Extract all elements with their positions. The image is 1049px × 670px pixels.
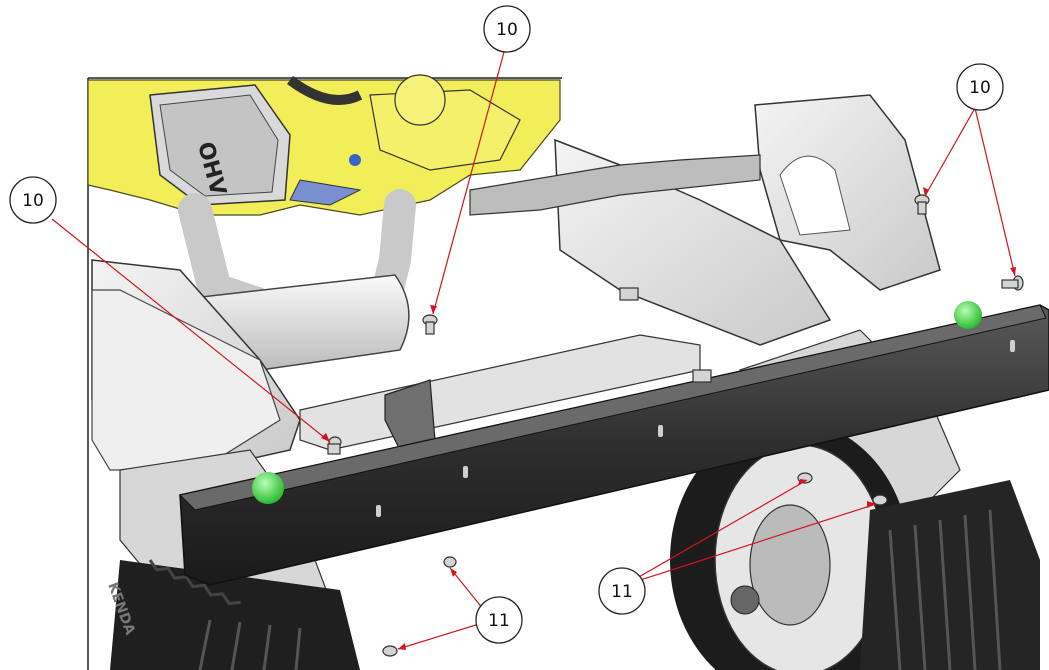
right-wheel	[670, 420, 1040, 670]
green-marker-right	[954, 301, 982, 329]
callout-label: 10	[22, 191, 44, 211]
callout-label: 10	[969, 78, 991, 98]
illustration: OHV	[87, 74, 1049, 670]
callout-10-top: 10	[483, 5, 531, 53]
leader-bottom-right-b	[624, 503, 877, 586]
front-bar	[179, 304, 1049, 586]
leader-top-right-a	[924, 107, 976, 197]
callout-label: 11	[488, 611, 510, 631]
callout-10-left: 10	[9, 176, 57, 224]
leader-lines	[51, 51, 1016, 650]
callouts: 10 10 10 11 11	[9, 5, 1016, 650]
fasteners	[327, 194, 1024, 657]
leader-top-center	[432, 51, 505, 315]
leader-left	[51, 218, 331, 443]
leader-bottom-right-a	[624, 479, 808, 586]
callout-label: 11	[611, 582, 633, 602]
leader-top-right-b	[974, 107, 1016, 277]
callout-label: 10	[496, 20, 518, 40]
green-marker-left	[252, 472, 284, 504]
callout-11-right: 11	[598, 567, 646, 615]
callout-11-bottom: 11	[475, 596, 523, 644]
engine: OHV	[87, 74, 561, 216]
callout-10-right: 10	[956, 63, 1004, 111]
